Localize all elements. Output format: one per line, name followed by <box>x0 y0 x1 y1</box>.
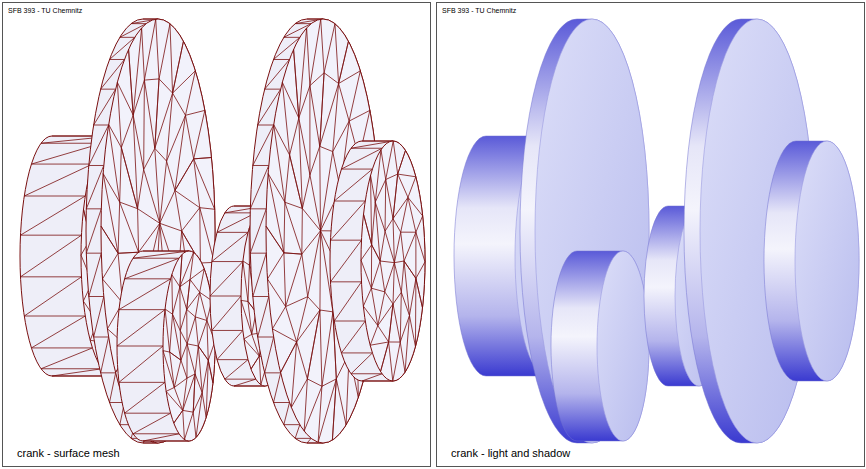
watermark: SFB 393 - TU Chemnitz <box>8 7 82 15</box>
crank-part <box>86 19 215 443</box>
crank-shaded-illustration <box>437 3 864 466</box>
figure-panel: SFB 393 - TU Chemnitz crank - light and s… <box>436 2 865 467</box>
watermark: SFB 393 - TU Chemnitz <box>442 7 516 15</box>
crank-part <box>764 141 859 381</box>
crank-part <box>117 251 215 441</box>
crank-part <box>330 141 425 381</box>
caption: crank - surface mesh <box>17 447 120 460</box>
crank-part <box>551 251 649 441</box>
crank-part <box>520 19 649 443</box>
crank-mesh-illustration <box>3 3 430 466</box>
caption: crank - light and shadow <box>451 447 570 460</box>
figure-panel: SFB 393 - TU Chemnitz crank - surface mes… <box>2 2 431 467</box>
